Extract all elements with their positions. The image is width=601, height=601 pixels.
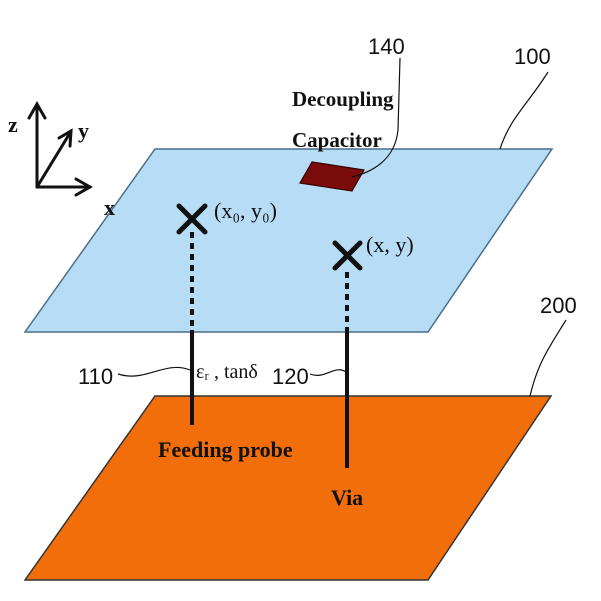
leader-200 xyxy=(530,320,566,396)
label-feeding-probe: Feeding probe xyxy=(158,437,293,462)
ref-120: 120 xyxy=(272,364,309,389)
ref-110: 110 xyxy=(78,364,113,389)
ref-200: 200 xyxy=(540,293,577,318)
axis-z-label: z xyxy=(8,112,18,137)
label-decoupling: Decoupling xyxy=(292,87,394,111)
leader-100 xyxy=(500,72,548,149)
leader-110 xyxy=(118,367,190,376)
top-plane-100 xyxy=(25,149,552,332)
label-via-point: (x, y) xyxy=(366,232,414,257)
label-dielectric: εᵣ , tanδ xyxy=(196,361,258,383)
label-feed-point: (x₀, y₀) xyxy=(214,198,277,223)
axis-x-label: x xyxy=(104,195,115,220)
ref-140: 140 xyxy=(368,34,405,59)
axis-y-label: y xyxy=(78,118,89,143)
leader-120 xyxy=(310,370,346,376)
ref-100: 100 xyxy=(514,44,551,69)
bottom-plane-200 xyxy=(25,396,551,580)
label-capacitor: Capacitor xyxy=(292,128,382,152)
label-via: Via xyxy=(331,485,363,510)
